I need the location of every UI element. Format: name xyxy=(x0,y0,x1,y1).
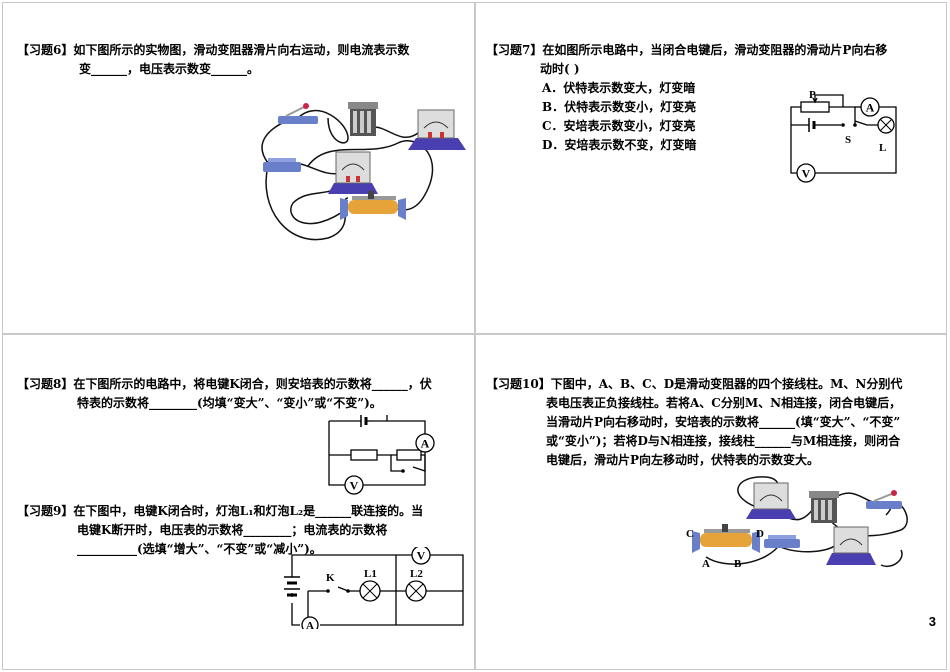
rheostat-icon xyxy=(340,191,406,220)
option-c: C．安培表示数变小，灯变亮 xyxy=(542,119,696,133)
voltmeter-icon xyxy=(328,151,378,194)
option-d: D．安培表示数不变，灯变暗 xyxy=(542,138,697,152)
switch-base-icon xyxy=(263,158,301,172)
problem-6-apparatus-figure xyxy=(261,102,466,241)
option-b: B．伏特表示数变小，灯变亮 xyxy=(542,100,697,114)
problem-10-line1: 下图中，A、B、C、D是滑动变阻器的四个接线柱。M、N分别代 xyxy=(550,377,903,391)
problem-10-line5: 电键后，滑动片P向左移动时，伏特表的示数变大。 xyxy=(546,453,820,467)
label-l: L xyxy=(879,142,886,154)
voltmeter-symbol xyxy=(411,547,431,565)
label-b: B xyxy=(734,558,742,570)
ammeter-icon xyxy=(746,482,796,519)
battery-icon xyxy=(348,102,378,136)
problem-8-line2: 特表的示数将________(均填“变大”、“变小”或“不变”)。 xyxy=(77,396,382,410)
problem-9-circuit-diagram: V A K L1 L2 xyxy=(284,547,464,629)
voltmeter-icon xyxy=(826,526,876,565)
label-v: V xyxy=(350,479,359,493)
label-v: V xyxy=(417,549,426,563)
problem-9-line3: __________(选填“增大”、“不变”或“减小”)。 xyxy=(77,542,322,556)
problem-6-text: 【习题6】如下图所示的实物图，滑动变阻器滑片向右运动，则电流表示数 变_____… xyxy=(17,41,467,79)
option-a: A．伏特表示数变大，灯变暗 xyxy=(542,81,696,95)
lamp-l1-symbol xyxy=(359,580,381,602)
label-v: V xyxy=(802,167,811,181)
label-d: D xyxy=(756,528,764,540)
problem-9-tag: 【习题9】 xyxy=(17,504,74,518)
problem-9-line1: 在下图中，电键K闭合时，灯泡L₁和灯泡L₂是______联连接的。当 xyxy=(73,504,424,518)
label-a: A xyxy=(702,558,710,570)
slide-problem-8-9: 【习题8】在下图所示的电路中，将电键K闭合，则安培表的示数将______，伏 特… xyxy=(2,334,475,670)
problem-7-line1: 在如图所示电路中，当闭合电键后，滑动变阻器的滑动片P向右移 xyxy=(542,43,888,57)
voltmeter-symbol xyxy=(796,163,816,183)
problem-8-text: 【习题8】在下图所示的电路中，将电键K闭合，则安培表的示数将______，伏 特… xyxy=(17,375,472,413)
knife-switch-icon xyxy=(866,490,902,509)
label-c: C xyxy=(686,528,694,540)
problem-7-text: 【习题7】在如图所示电路中，当闭合电键后，滑动变阻器的滑动片P向右移 动时( ) xyxy=(486,41,941,79)
slide-problem-7: 【习题7】在如图所示电路中，当闭合电键后，滑动变阻器的滑动片P向右移 动时( )… xyxy=(475,2,947,334)
slide-problem-6: 【习题6】如下图所示的实物图，滑动变阻器滑片向右运动，则电流表示数 变_____… xyxy=(2,2,475,334)
ammeter-icon xyxy=(408,109,466,150)
battery-icon xyxy=(809,491,839,523)
problem-9-text: 【习题9】在下图中，电键K闭合时，灯泡L₁和灯泡L₂是______联连接的。当 … xyxy=(17,502,472,559)
lamp-l2-symbol xyxy=(405,580,427,602)
lamp-symbol xyxy=(877,116,895,134)
problem-10-text: 【习题10】下图中，A、B、C、D是滑动变阻器的四个接线柱。M、N分别代 表电压… xyxy=(486,375,941,470)
problem-6-line2: 变______，电压表示数变______。 xyxy=(79,62,260,76)
label-a: A xyxy=(421,437,430,451)
label-p: P xyxy=(809,89,816,101)
slide-problem-10: 【习题10】下图中，A、B、C、D是滑动变阻器的四个接线柱。M、N分别代 表电压… xyxy=(475,334,947,670)
problem-10-line4: 或“变小”)；若将D与N相连接，接线柱______与M相连接，则闭合 xyxy=(546,434,901,448)
problem-6-tag: 【习题6】 xyxy=(17,43,74,57)
problem-10-apparatus-figure: C D A B xyxy=(686,476,908,570)
rheostat-icon xyxy=(692,524,760,553)
ammeter-symbol xyxy=(860,97,880,117)
label-l2: L2 xyxy=(410,568,423,580)
problem-10-line3: 当滑动片P向右移动时，安培表的示数将______(填“变大”、“不变” xyxy=(546,415,901,429)
voltmeter-symbol xyxy=(344,475,364,495)
problem-8-line1: 在下图所示的电路中，将电键K闭合，则安培表的示数将______，伏 xyxy=(73,377,432,391)
problem-6-line1: 如下图所示的实物图，滑动变阻器滑片向右运动，则电流表示数 xyxy=(73,43,410,57)
problem-10-line2: 表电压表正负接线柱。若将A、C分别M、N相连接，闭合电键后， xyxy=(546,396,902,410)
label-a: A xyxy=(866,101,875,115)
label-k: K xyxy=(326,572,335,584)
ammeter-symbol xyxy=(301,616,319,629)
label-s: S xyxy=(845,134,851,146)
ammeter-symbol xyxy=(415,433,435,453)
switch-base-icon xyxy=(764,535,800,548)
problem-7-circuit-diagram: A V P S L xyxy=(790,89,897,183)
knife-switch-icon xyxy=(278,103,318,124)
label-l1: L1 xyxy=(364,568,377,580)
page-number: 3 xyxy=(928,614,936,629)
problem-8-circuit-diagram: A V xyxy=(328,415,435,495)
problem-7-line2: 动时( ) xyxy=(540,62,580,76)
problem-10-tag: 【习题10】 xyxy=(486,377,551,391)
problem-7-tag: 【习题7】 xyxy=(486,43,543,57)
problem-8-tag: 【习题8】 xyxy=(17,377,74,391)
problem-9-line2: 电键K断开时，电压表的示数将________；电流表的示数将 xyxy=(77,523,388,537)
label-a: A xyxy=(306,620,314,629)
